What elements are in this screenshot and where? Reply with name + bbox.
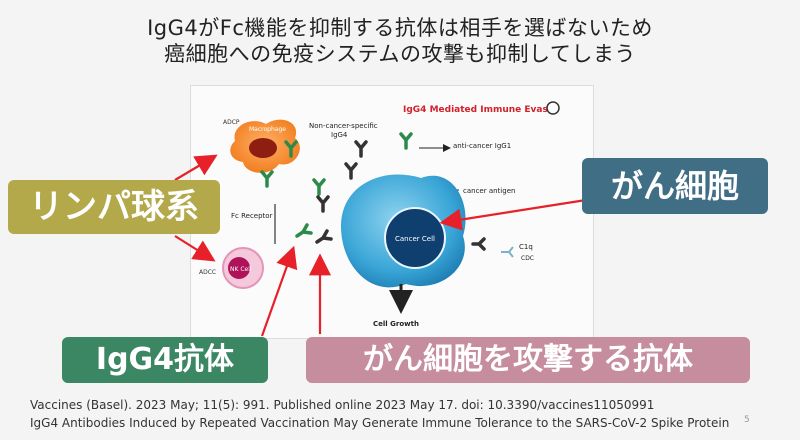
slide-title-line1: IgG4がFc機能を抑制する抗体は相手を選ばないため bbox=[147, 16, 653, 40]
gear-icon bbox=[546, 101, 560, 115]
immune-evasion-diagram: IgG4 Mediated Immune Evas ADCP Macrophag… bbox=[190, 85, 594, 339]
diagram-header: IgG4 Mediated Immune Evas bbox=[403, 105, 548, 115]
slide-title-line2: 癌細胞への免疫システムの攻撃も抑制してしまう bbox=[164, 42, 636, 66]
cdc-label: CDC bbox=[521, 255, 534, 262]
non-cancer-label-2: IgG4 bbox=[331, 131, 348, 139]
cancer-antigen-label: cancer antigen bbox=[463, 187, 515, 195]
citation-line2: IgG4 Antibodies Induced by Repeated Vacc… bbox=[30, 416, 730, 430]
cancer-cell-nucleus bbox=[384, 207, 446, 269]
c1q-label: C1q bbox=[519, 243, 533, 251]
adcp-label: ADCP bbox=[223, 119, 240, 126]
arrow-to-nk-cell bbox=[174, 235, 216, 262]
nk-cell-label: NK Cell bbox=[230, 266, 252, 273]
nk-cell-nucleus bbox=[228, 257, 250, 279]
arrow-to-macrophage bbox=[174, 154, 218, 181]
arrow-to-igg4 bbox=[260, 245, 298, 337]
callout-lymphocyte: リンパ球系 bbox=[8, 180, 220, 234]
citation-line1: Vaccines (Basel). 2023 May; 11(5): 991. … bbox=[30, 398, 655, 412]
fc-receptor-label: Fc Receptor bbox=[231, 212, 273, 220]
macrophage-nucleus bbox=[249, 138, 277, 158]
cell-growth-label: Cell Growth bbox=[373, 320, 419, 328]
arrow-to-cancer-cell bbox=[439, 198, 587, 231]
callout-attacking-antibody: がん細胞を攻撃する抗体 bbox=[306, 337, 750, 383]
antibody-group bbox=[260, 132, 486, 251]
callout-igg4-antibody: IgG4抗体 bbox=[62, 337, 268, 383]
page-number: 5 bbox=[744, 415, 750, 425]
cancer-cell-label: Cancer Cell bbox=[395, 235, 435, 243]
macrophage-label: Macrophage bbox=[249, 126, 286, 133]
non-cancer-label-1: Non-cancer-specific bbox=[309, 122, 378, 130]
anti-cancer-label: anti-cancer IgG1 bbox=[453, 142, 511, 150]
callout-cancer-cell: がん細胞 bbox=[582, 158, 768, 214]
diagram-figure: IgG4 Mediated Immune Evas ADCP Macrophag… bbox=[199, 101, 560, 328]
adcc-label: ADCC bbox=[199, 269, 216, 276]
